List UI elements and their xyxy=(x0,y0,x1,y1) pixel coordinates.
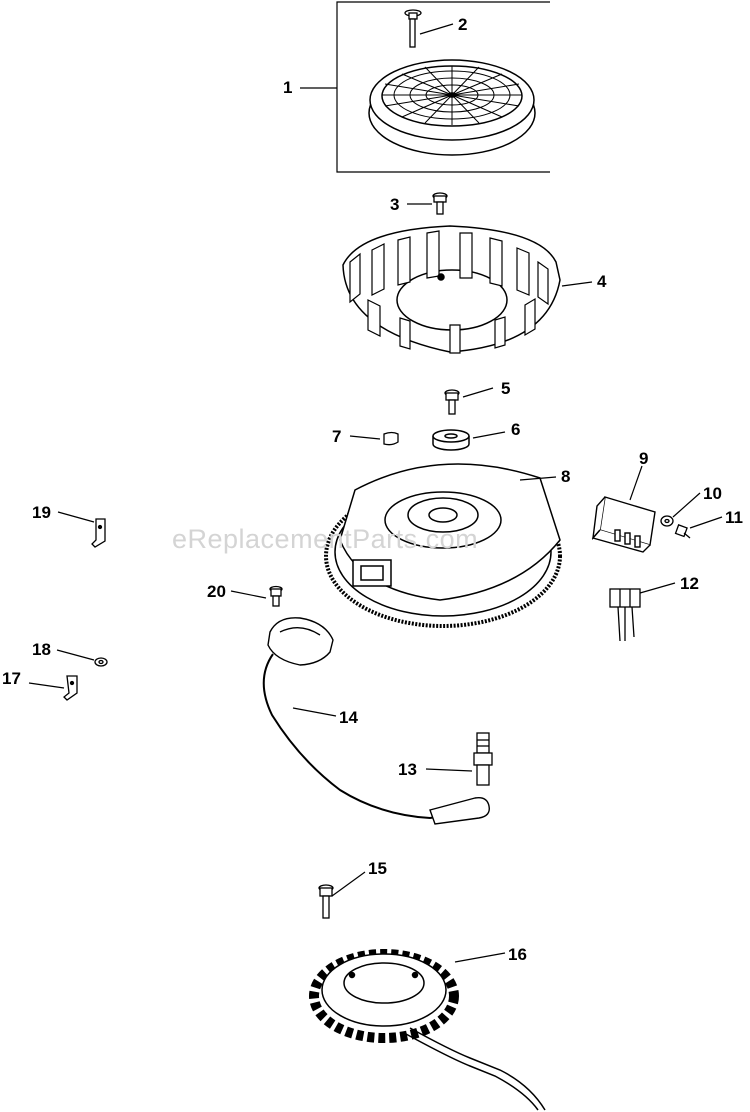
callout-20[interactable]: 20 xyxy=(207,582,226,601)
callout-9[interactable]: 9 xyxy=(639,449,649,468)
callout-6[interactable]: 6 xyxy=(511,420,521,439)
callout-10[interactable]: 10 xyxy=(703,484,722,503)
part-19-bracket[interactable] xyxy=(91,518,106,548)
inset-box xyxy=(336,1,550,173)
callout-15[interactable]: 15 xyxy=(368,859,387,878)
part-17-bracket[interactable] xyxy=(63,675,78,701)
part-9-rectifier[interactable] xyxy=(591,496,656,553)
part-6-washer[interactable] xyxy=(432,429,470,451)
callout-8[interactable]: 8 xyxy=(561,467,571,486)
part-5-screw[interactable] xyxy=(444,389,460,415)
callout-19[interactable]: 19 xyxy=(32,503,51,522)
part-11-screw[interactable] xyxy=(674,524,691,539)
part-15-screw[interactable] xyxy=(318,884,334,919)
part-16-stator[interactable] xyxy=(309,949,546,1111)
callout-4[interactable]: 4 xyxy=(597,272,607,291)
part-1-screen[interactable] xyxy=(368,59,536,156)
callout-5[interactable]: 5 xyxy=(501,379,511,398)
part-12-connector[interactable] xyxy=(609,588,641,642)
callout-3[interactable]: 3 xyxy=(390,195,400,214)
callout-14[interactable]: 14 xyxy=(339,708,358,727)
callout-13[interactable]: 13 xyxy=(398,760,417,779)
part-7-key[interactable] xyxy=(383,431,399,446)
callout-16[interactable]: 16 xyxy=(508,945,527,964)
callout-18[interactable]: 18 xyxy=(32,640,51,659)
callout-11[interactable]: 11 xyxy=(725,508,743,527)
leader-lines xyxy=(28,23,723,963)
part-10-washer[interactable] xyxy=(660,515,674,527)
callout-17[interactable]: 17 xyxy=(2,669,21,688)
part-18-nut[interactable] xyxy=(94,657,108,667)
part-20-screw[interactable] xyxy=(269,585,283,607)
part-2-screw[interactable] xyxy=(404,9,422,48)
callout-7[interactable]: 7 xyxy=(332,427,342,446)
part-13-spark-plug[interactable] xyxy=(473,732,493,786)
part-14-ignition-module[interactable] xyxy=(262,617,490,825)
callout-2[interactable]: 2 xyxy=(458,15,468,34)
watermark-text: eReplacementParts.com xyxy=(172,524,479,554)
callout-1[interactable]: 1 xyxy=(283,78,293,97)
part-3-screw[interactable] xyxy=(432,192,448,215)
part-4-fan[interactable] xyxy=(342,225,561,354)
part-8-flywheel[interactable] xyxy=(324,463,562,628)
callout-12[interactable]: 12 xyxy=(680,574,699,593)
